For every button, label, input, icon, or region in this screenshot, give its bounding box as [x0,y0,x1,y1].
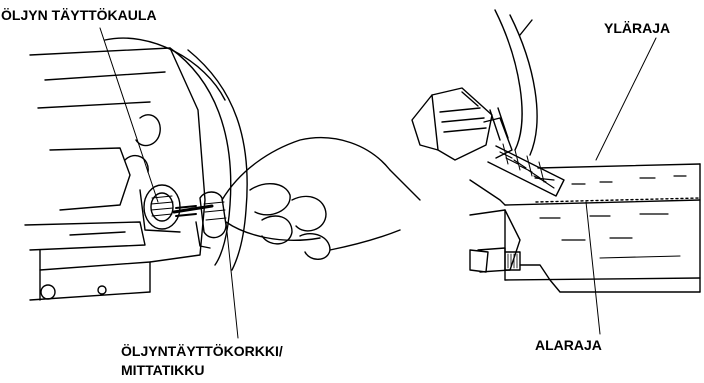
lower-level-label: ALARAJA [535,337,602,354]
upper-level-label: YLÄRAJA [604,20,670,37]
upper-level-pointer [596,38,656,160]
filler-neck [140,185,180,232]
cap-pointer [226,222,238,338]
dipstick-level-sketch [412,10,700,292]
lower-level-pointer [586,202,600,334]
cap-dipstick-label-line2: MITTATIKKU [121,362,204,379]
filler-neck-label: ÖLJYN TÄYTTÖKAULA [1,7,157,24]
dipstick-and-hand [174,138,420,260]
cap-dipstick-label-line1: ÖLJYNTÄYTTÖKORKKI/ [121,343,283,360]
engine-sketch [25,38,247,300]
dipstick-blade [488,144,564,196]
